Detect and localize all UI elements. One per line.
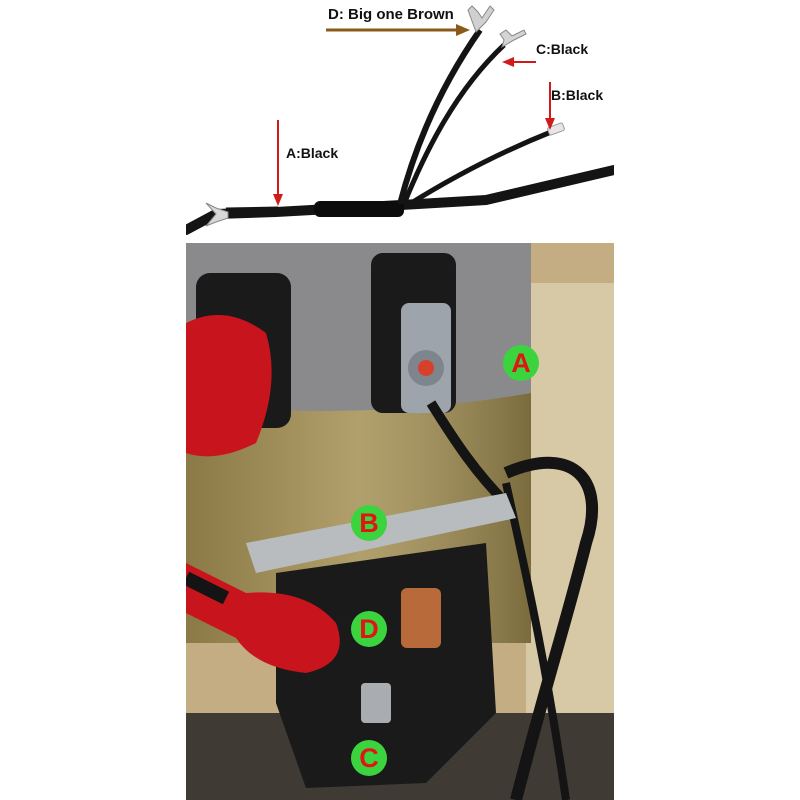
arrow-a xyxy=(273,120,283,206)
pin-terminal-b xyxy=(547,122,565,136)
arrow-b xyxy=(545,82,555,130)
label-a: A:Black xyxy=(286,145,339,161)
heat-shrink xyxy=(314,201,404,217)
cable-b xyxy=(406,129,552,208)
motor-photo-illustration xyxy=(186,243,614,800)
fork-lug-d xyxy=(467,5,495,33)
red-terminal-boot-top xyxy=(186,315,272,457)
marker-a: A xyxy=(503,345,539,381)
cable-d xyxy=(397,28,483,205)
fork-lug-c xyxy=(499,29,527,49)
marker-d: D xyxy=(351,611,387,647)
wire-harness-illustration xyxy=(186,5,614,235)
arrow-d xyxy=(326,24,470,36)
label-d: D: Big one Brown xyxy=(328,6,454,23)
fork-lug-a xyxy=(205,202,229,227)
marker-b: B xyxy=(351,505,387,541)
arrow-c xyxy=(502,57,536,67)
motor-photo: A B D C xyxy=(186,243,614,800)
marker-c: C xyxy=(351,740,387,776)
label-c: C:Black xyxy=(536,41,589,57)
cable-c xyxy=(401,43,506,205)
cable-a-lug-lead xyxy=(225,206,279,217)
label-b: B:Black xyxy=(551,87,604,103)
wire-harness-diagram: D: Big one Brown C:Black B:Black A:Black xyxy=(186,0,614,243)
